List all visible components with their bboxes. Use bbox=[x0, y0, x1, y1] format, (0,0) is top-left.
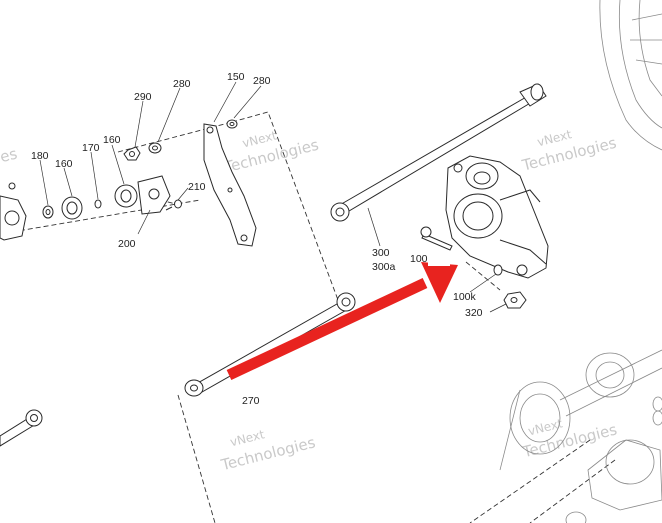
callout-210: 210 bbox=[188, 181, 206, 193]
callout-100k: 100k bbox=[453, 291, 477, 303]
callout-150: 150 bbox=[227, 71, 245, 83]
callout-160: 160 bbox=[55, 158, 73, 170]
callout-160-b: 160 bbox=[103, 134, 121, 146]
part-320-nut bbox=[503, 291, 527, 309]
callout-170: 170 bbox=[82, 142, 100, 154]
assembly-lines bbox=[11, 111, 616, 523]
part-knuckle bbox=[445, 155, 549, 279]
callout-300a: 300a bbox=[372, 261, 396, 273]
watermark-partial: es bbox=[0, 145, 19, 167]
leader-lines bbox=[39, 81, 507, 313]
watermark-right: vNext Technologies bbox=[519, 127, 618, 175]
watermark-bottom: vNext Technologies bbox=[218, 427, 317, 474]
callout-200: 200 bbox=[118, 238, 136, 250]
callout-280: 280 bbox=[173, 78, 191, 90]
drive-axle bbox=[499, 349, 662, 523]
part-280-washer-a bbox=[148, 142, 162, 154]
callout-100k-partial: 100k bbox=[410, 253, 434, 265]
highlight-arrow bbox=[226, 262, 458, 380]
part-290-nut bbox=[123, 146, 141, 161]
part-100k-bolt-top bbox=[420, 226, 453, 251]
part-left-lower-rod bbox=[0, 409, 43, 447]
part-280-washer-b bbox=[226, 119, 238, 129]
watermark-left-partial: es bbox=[0, 145, 19, 167]
part-150-bracket bbox=[203, 123, 257, 247]
wheel-outline bbox=[599, 0, 662, 151]
part-300-tie-rod bbox=[330, 83, 547, 222]
callout-300: 300 bbox=[372, 247, 390, 259]
callout-320: 320 bbox=[465, 307, 483, 319]
part-100k-nut bbox=[493, 264, 503, 276]
callout-labels: 290 280 150 280 180 160 170 160 210 200 … bbox=[31, 71, 483, 407]
callout-290: 290 bbox=[134, 91, 152, 103]
part-160-bushing-a bbox=[61, 196, 83, 220]
part-200-plate bbox=[137, 175, 171, 215]
part-210-bolt bbox=[165, 199, 182, 211]
part-270-tie-rod bbox=[184, 292, 356, 397]
label-mask bbox=[428, 252, 450, 266]
callout-180: 180 bbox=[31, 150, 49, 162]
part-180-washer bbox=[42, 205, 54, 219]
part-left-bracket bbox=[0, 182, 27, 241]
part-160-bushing-b bbox=[114, 184, 138, 208]
callout-280-b: 280 bbox=[253, 75, 271, 87]
part-170-pin bbox=[94, 199, 102, 209]
callout-270: 270 bbox=[242, 395, 260, 407]
